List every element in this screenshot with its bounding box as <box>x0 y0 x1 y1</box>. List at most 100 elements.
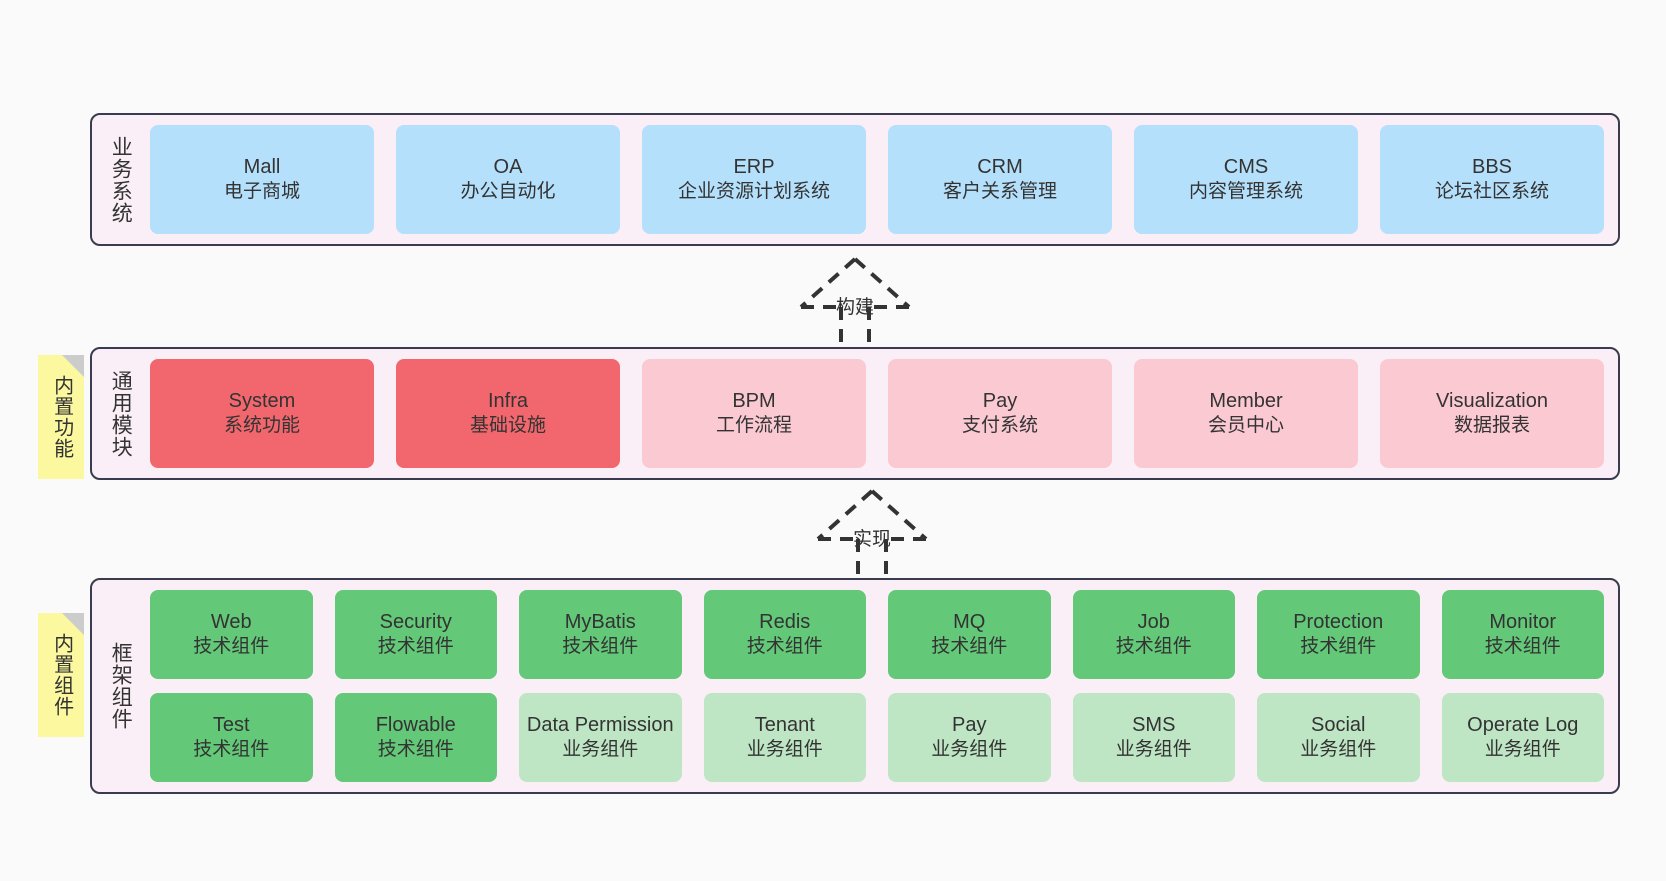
card-pay-component[interactable]: Pay 业务组件 <box>888 693 1051 782</box>
card-redis-title: Redis <box>759 610 811 633</box>
card-flowable-subtitle: 技术组件 <box>377 739 454 761</box>
card-tenant[interactable]: Tenant 业务组件 <box>703 693 866 782</box>
card-mall-subtitle: 电子商城 <box>223 181 300 203</box>
card-social-subtitle: 业务组件 <box>1300 739 1377 761</box>
card-system-title: System <box>228 389 296 412</box>
card-erp[interactable]: ERP 企业资源计划系统 <box>642 125 866 234</box>
card-member-subtitle: 会员中心 <box>1207 415 1284 437</box>
card-mybatis-subtitle: 技术组件 <box>562 636 639 658</box>
card-pay-module-title: Pay <box>982 389 1018 412</box>
card-bbs-title: BBS <box>1471 155 1513 178</box>
card-system-subtitle: 系统功能 <box>223 415 300 437</box>
card-test[interactable]: Test 技术组件 <box>150 693 313 782</box>
connector-build: 构建 <box>755 253 955 349</box>
card-mq-subtitle: 技术组件 <box>931 636 1008 658</box>
layer-body-common-module: System 系统功能 Infra 基础设施 BPM 工作流程 Pay 支付系统… <box>140 359 1604 468</box>
card-bpm-subtitle: 工作流程 <box>715 415 792 437</box>
card-protection[interactable]: Protection 技术组件 <box>1257 590 1420 679</box>
card-pay-module[interactable]: Pay 支付系统 <box>888 359 1112 468</box>
card-infra-title: Infra <box>487 389 529 412</box>
card-pay-module-subtitle: 支付系统 <box>961 415 1038 437</box>
note-builtin-component: 内置组件 <box>38 613 84 737</box>
card-cms[interactable]: CMS 内容管理系统 <box>1134 125 1358 234</box>
card-sms-title: SMS <box>1132 713 1176 736</box>
card-data-permission[interactable]: Data Permission 业务组件 <box>519 693 682 782</box>
card-flowable[interactable]: Flowable 技术组件 <box>334 693 497 782</box>
card-security-subtitle: 技术组件 <box>377 636 454 658</box>
card-mybatis-title: MyBatis <box>564 610 636 633</box>
card-oa[interactable]: OA 办公自动化 <box>396 125 620 234</box>
card-mall-title: Mall <box>243 155 281 178</box>
card-protection-title: Protection <box>1293 610 1384 633</box>
layer-body-business-system: Mall 电子商城 OA 办公自动化 ERP 企业资源计划系统 CRM 客户关系… <box>140 125 1604 234</box>
card-social-title: Social <box>1311 713 1366 736</box>
card-data-permission-subtitle: 业务组件 <box>562 739 639 761</box>
card-mybatis[interactable]: MyBatis 技术组件 <box>519 590 682 679</box>
business-system-row: Mall 电子商城 OA 办公自动化 ERP 企业资源计划系统 CRM 客户关系… <box>150 125 1604 234</box>
card-monitor[interactable]: Monitor 技术组件 <box>1441 590 1604 679</box>
card-visualization-subtitle: 数据报表 <box>1453 415 1530 437</box>
card-protection-subtitle: 技术组件 <box>1300 636 1377 658</box>
card-erp-title: ERP <box>733 155 775 178</box>
layer-body-framework-component: Web 技术组件 Security 技术组件 MyBatis 技术组件 Redi… <box>140 590 1604 782</box>
card-visualization[interactable]: Visualization 数据报表 <box>1380 359 1604 468</box>
layer-title-framework-component: 框架组件 <box>109 642 133 730</box>
card-web-subtitle: 技术组件 <box>193 636 270 658</box>
card-bpm-title: BPM <box>732 389 776 412</box>
card-social[interactable]: Social 业务组件 <box>1257 693 1420 782</box>
card-visualization-title: Visualization <box>1436 389 1548 412</box>
framework-business-row: Test 技术组件 Flowable 技术组件 Data Permission … <box>150 693 1604 782</box>
card-pay-component-title: Pay <box>952 713 987 736</box>
card-crm-subtitle: 客户关系管理 <box>942 181 1057 203</box>
card-bbs[interactable]: BBS 论坛社区系统 <box>1380 125 1604 234</box>
card-redis[interactable]: Redis 技术组件 <box>703 590 866 679</box>
card-test-title: Test <box>212 713 250 736</box>
card-crm[interactable]: CRM 客户关系管理 <box>888 125 1112 234</box>
card-pay-component-subtitle: 业务组件 <box>931 739 1008 761</box>
card-redis-subtitle: 技术组件 <box>746 636 823 658</box>
card-mq[interactable]: MQ 技术组件 <box>888 590 1051 679</box>
connector-build-label: 构建 <box>835 297 875 318</box>
card-job[interactable]: Job 技术组件 <box>1072 590 1235 679</box>
card-mall[interactable]: Mall 电子商城 <box>150 125 374 234</box>
card-flowable-title: Flowable <box>375 713 456 736</box>
layer-framework-component: 框架组件 Web 技术组件 Security 技术组件 MyBatis 技术组件… <box>90 578 1620 794</box>
connector-implement-label: 实现 <box>852 529 892 550</box>
card-tenant-title: Tenant <box>754 713 815 736</box>
card-data-permission-title: Data Permission <box>526 713 674 736</box>
card-oa-subtitle: 办公自动化 <box>460 181 556 203</box>
card-tenant-subtitle: 业务组件 <box>746 739 823 761</box>
common-module-row: System 系统功能 Infra 基础设施 BPM 工作流程 Pay 支付系统… <box>150 359 1604 468</box>
card-test-subtitle: 技术组件 <box>193 739 270 761</box>
card-security[interactable]: Security 技术组件 <box>334 590 497 679</box>
card-crm-title: CRM <box>977 155 1023 178</box>
layer-title-common-module: 通用模块 <box>109 369 133 458</box>
layer-common-module: 通用模块 System 系统功能 Infra 基础设施 BPM 工作流程 Pay… <box>90 347 1620 480</box>
note-builtin-function: 内置功能 <box>38 355 84 479</box>
card-bbs-subtitle: 论坛社区系统 <box>1434 181 1549 203</box>
card-operate-log-subtitle: 业务组件 <box>1484 739 1561 761</box>
card-infra-subtitle: 基础设施 <box>469 415 546 437</box>
card-member-title: Member <box>1209 389 1283 412</box>
card-erp-subtitle: 企业资源计划系统 <box>677 181 830 203</box>
card-web-title: Web <box>210 610 252 633</box>
connector-implement: 实现 <box>772 485 972 581</box>
card-web[interactable]: Web 技术组件 <box>150 590 313 679</box>
card-monitor-title: Monitor <box>1489 610 1557 633</box>
card-member[interactable]: Member 会员中心 <box>1134 359 1358 468</box>
card-system[interactable]: System 系统功能 <box>150 359 374 468</box>
card-job-subtitle: 技术组件 <box>1115 636 1192 658</box>
card-mq-title: MQ <box>953 610 986 633</box>
card-operate-log-title: Operate Log <box>1467 713 1579 736</box>
card-infra[interactable]: Infra 基础设施 <box>396 359 620 468</box>
card-sms-subtitle: 业务组件 <box>1115 739 1192 761</box>
card-bpm[interactable]: BPM 工作流程 <box>642 359 866 468</box>
note-builtin-function-label: 内置功能 <box>50 375 73 459</box>
note-builtin-component-label: 内置组件 <box>50 633 73 717</box>
card-sms[interactable]: SMS 业务组件 <box>1072 693 1235 782</box>
framework-tech-row: Web 技术组件 Security 技术组件 MyBatis 技术组件 Redi… <box>150 590 1604 679</box>
card-monitor-subtitle: 技术组件 <box>1484 636 1561 658</box>
card-operate-log[interactable]: Operate Log 业务组件 <box>1441 693 1604 782</box>
card-oa-title: OA <box>493 155 523 178</box>
card-job-title: Job <box>1137 610 1170 633</box>
